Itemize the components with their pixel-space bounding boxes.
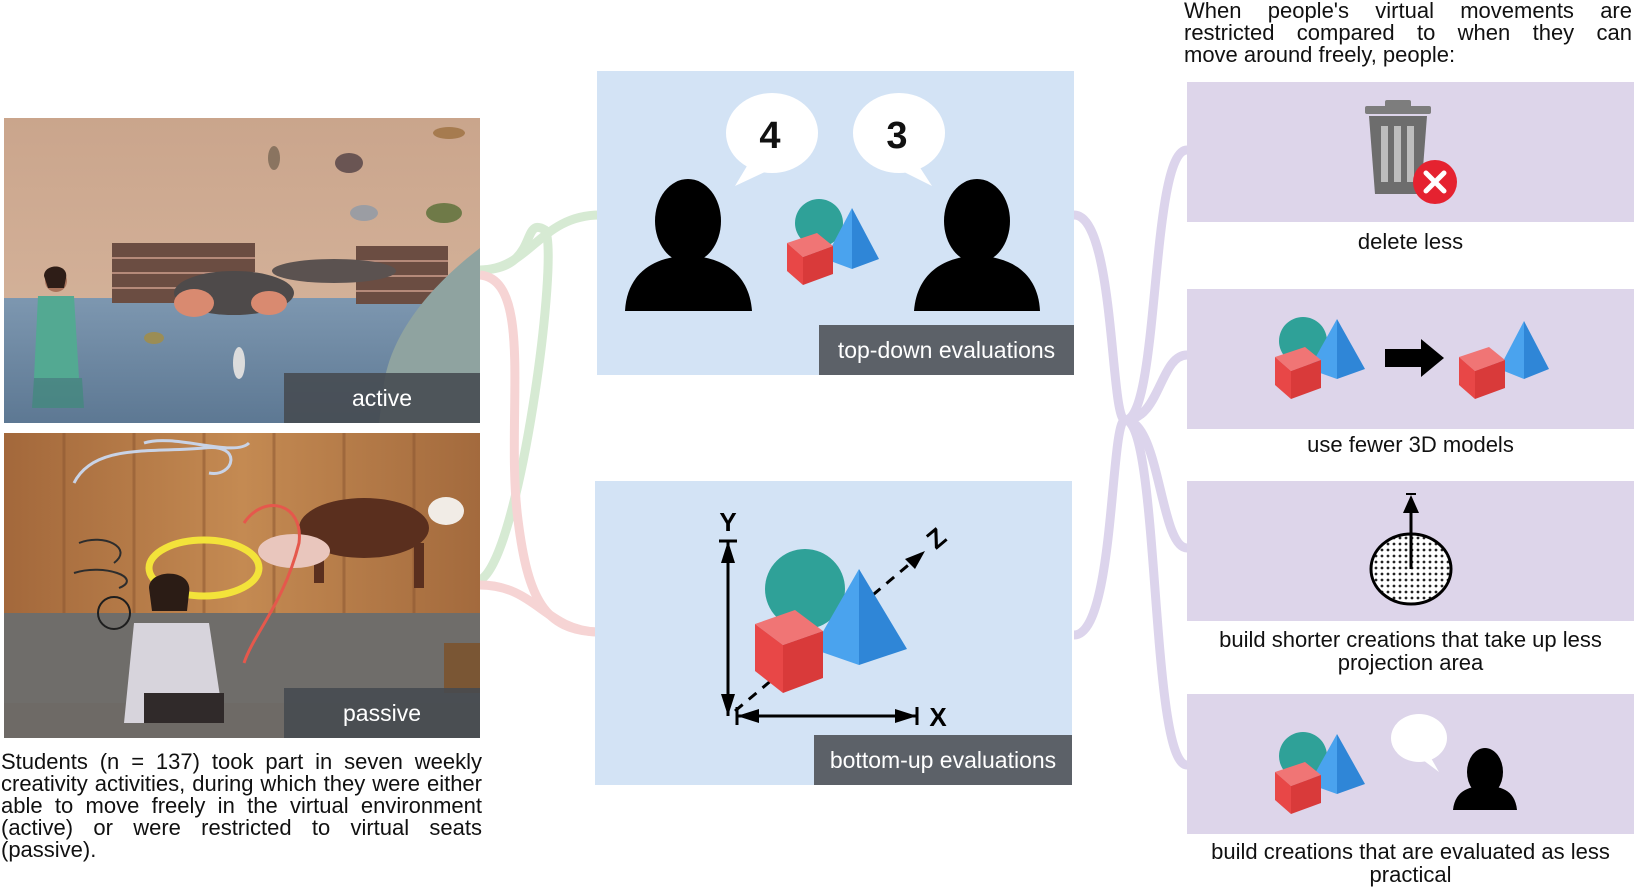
axis-z bbox=[734, 549, 926, 713]
speech-bubble-left bbox=[726, 93, 818, 186]
outcome-panel-delete bbox=[1187, 82, 1634, 222]
axis-label-z: Z bbox=[921, 522, 953, 555]
study-caption: Students (n = 137) took part in seven we… bbox=[1, 749, 482, 862]
passive-label: passive bbox=[284, 688, 480, 738]
fewer-models-icon bbox=[1275, 317, 1549, 399]
passive-vr-screenshot: passive bbox=[4, 433, 480, 738]
outcomes-header-line: When people's virtual movements are bbox=[1184, 0, 1632, 23]
axis-label-x: X bbox=[929, 702, 947, 732]
person-silhouette-right bbox=[914, 179, 1040, 311]
rating-left: 4 bbox=[759, 115, 780, 157]
outcomes-header-line: move around freely, people: bbox=[1184, 42, 1456, 67]
passive-to-topdown-connector bbox=[479, 270, 598, 637]
outcomes-header: When people's virtual movements are rest… bbox=[1184, 0, 1632, 66]
person-silhouette-left bbox=[625, 179, 752, 311]
bottom-up-label: bottom-up evaluations bbox=[814, 735, 1072, 785]
active-to-bottomup-connector bbox=[477, 223, 553, 585]
pig-model bbox=[258, 534, 330, 568]
outcome-panel-projection bbox=[1187, 481, 1634, 621]
outcome-panel-practical bbox=[1187, 694, 1634, 834]
doodle-lines bbox=[72, 439, 251, 484]
outcome-label-practical: build creations that are evaluated as le… bbox=[1211, 839, 1610, 887]
rating-right: 3 bbox=[886, 115, 907, 157]
active-vr-screenshot: active bbox=[4, 118, 480, 423]
bottomup-to-outcomes-connector bbox=[1072, 415, 1130, 640]
active-label: active bbox=[284, 373, 480, 423]
outcome-label-fewer-models: use fewer 3D models bbox=[1307, 432, 1514, 457]
evaluation-person-icon bbox=[1275, 714, 1517, 814]
axis-y bbox=[719, 539, 737, 716]
outcomes-header-line: restricted compared to when they can bbox=[1184, 20, 1632, 45]
outcome-panel-fewer-models bbox=[1187, 289, 1634, 429]
top-down-evaluation-panel: 4 3 top-down evaluations bbox=[597, 71, 1074, 375]
speech-bubble-right bbox=[853, 93, 945, 186]
axis-x bbox=[735, 707, 919, 725]
outcome-label-delete: delete less bbox=[1357, 229, 1464, 254]
trash-delete-icon bbox=[1365, 100, 1457, 204]
top-down-label: top-down evaluations bbox=[819, 325, 1074, 375]
3d-models-icon bbox=[787, 199, 879, 285]
topdown-to-outcomes-connector bbox=[1072, 210, 1130, 425]
axis-label-y: Y bbox=[719, 507, 736, 537]
avatar-seated-woman bbox=[124, 573, 224, 723]
outcome-label-projection: build shorter creations that take up les… bbox=[1219, 627, 1602, 675]
avatar-woman bbox=[32, 266, 84, 408]
3d-models-icon bbox=[755, 549, 907, 693]
projection-area-icon bbox=[1369, 493, 1453, 606]
bottom-up-evaluation-panel: Y X Z bottom-up evaluations bbox=[595, 481, 1072, 785]
